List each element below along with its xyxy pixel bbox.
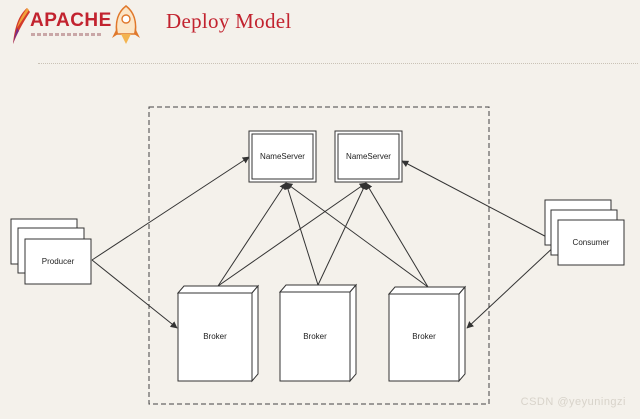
edge-broker-3-nameserver-1 [285, 182, 429, 288]
edge-broker-1-nameserver-1 [217, 182, 287, 287]
broker-1-box [176, 284, 260, 383]
rocketmq-logo-icon [112, 4, 140, 44]
edge-broker-2-nameserver-1 [284, 182, 319, 286]
apache-feather-icon [13, 8, 30, 44]
broker-3-label: Broker [412, 332, 436, 341]
broker-2-box [278, 283, 358, 383]
broker-3-box [387, 285, 467, 383]
cluster-boundary [148, 106, 490, 405]
consumer-stack [544, 199, 625, 266]
producer-stack [10, 218, 92, 285]
nameserver-2-label: NameServer [346, 152, 391, 161]
page-title: Deploy Model [166, 9, 292, 33]
edge-consumer-broker-3 [466, 242, 559, 329]
apache-logo-text: APACHE [30, 10, 112, 31]
nameserver-1-label: NameServer [260, 152, 305, 161]
edge-broker-1-nameserver-2 [217, 182, 367, 287]
edge-producer-nameserver-1 [91, 156, 250, 261]
producer-label: Producer [41, 257, 75, 266]
edge-producer-broker-1 [91, 259, 178, 329]
broker-1-label: Broker [203, 332, 227, 341]
broker-2-label: Broker [303, 332, 327, 341]
edge-broker-3-nameserver-2 [365, 182, 429, 288]
nameserver-1-box [248, 130, 317, 183]
edge-consumer-nameserver-2 [401, 160, 559, 244]
apache-logo-subtitle [31, 33, 101, 36]
watermark: CSDN @yeyuningzi [520, 396, 626, 408]
consumer-label: Consumer [572, 238, 610, 247]
header: APACHE Deploy Model [0, 0, 640, 64]
header-divider [38, 63, 638, 64]
edge-broker-2-nameserver-2 [317, 182, 367, 286]
connection-lines [91, 156, 559, 329]
nameserver-2-box [334, 130, 403, 183]
